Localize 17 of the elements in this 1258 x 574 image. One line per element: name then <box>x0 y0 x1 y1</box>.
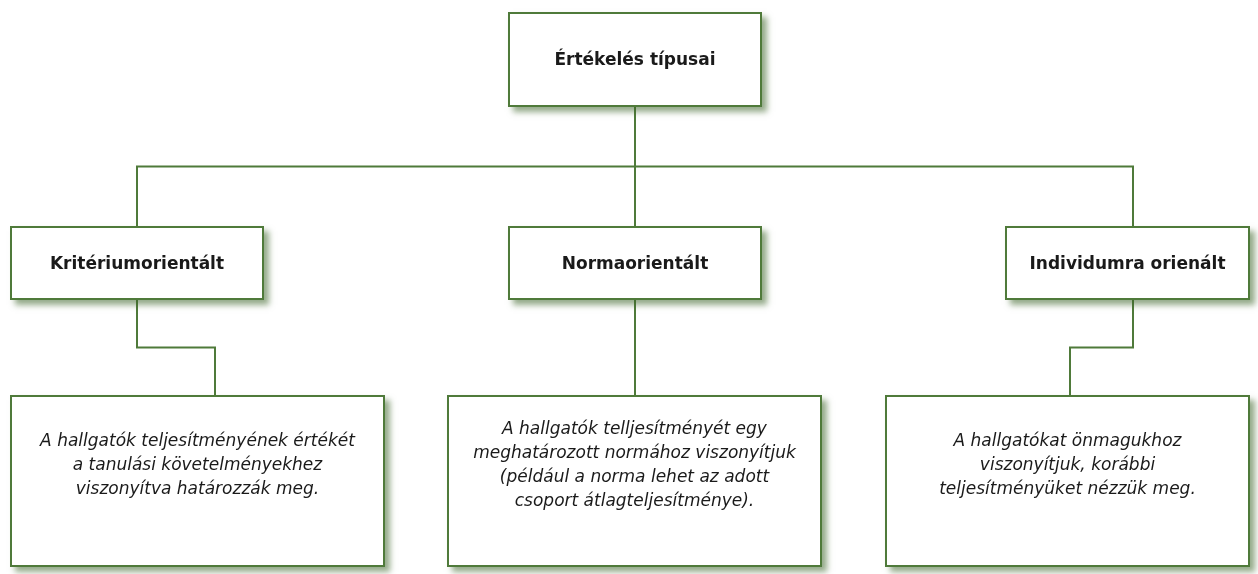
category-box <box>1005 226 1250 300</box>
category-box <box>508 226 762 300</box>
description-text: A hallgatókat önmagukhoz viszonyítjuk, korábbi teljesítményüket nézzük meg. <box>938 429 1197 500</box>
category-title: Individumra orienált <box>1029 251 1226 275</box>
category-box <box>508 12 762 107</box>
connector-line <box>634 299 636 396</box>
connector-line <box>136 299 216 396</box>
category-box <box>10 226 264 300</box>
category-title: Normaorientált <box>561 251 709 275</box>
description-box <box>10 395 385 567</box>
description-box <box>885 395 1250 567</box>
connector-line <box>1069 299 1134 396</box>
category-title: Értékelés típusai <box>554 48 716 71</box>
category-title: Kritériumorientált <box>49 251 225 275</box>
description-text: A hallgatók teljesítményének értékét a tanulási követelményekhez viszonyítva határozzák meg. <box>38 429 357 500</box>
description-text: A hallgatók telljesítményét egy meghatározott normához viszonyítjuk (például a norma lehet az adott csoport átlagteljesítménye). <box>472 417 797 512</box>
description-box <box>447 395 822 567</box>
